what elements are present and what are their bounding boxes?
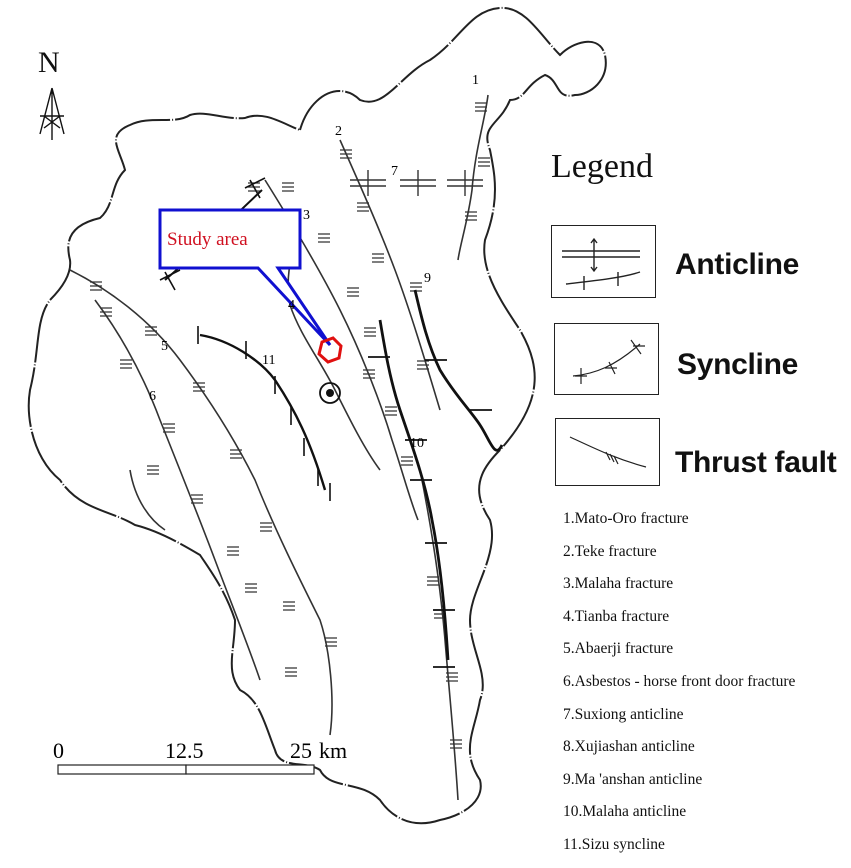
- map-label-1: 1: [472, 73, 479, 88]
- note-item: 3.Malaha fracture: [563, 575, 674, 593]
- thrust-teeth: [90, 102, 490, 749]
- legend-syncline-box: [554, 323, 659, 395]
- note-item: 6.Asbestos - horse front door fracture: [563, 672, 796, 690]
- study-area-callout: [158, 208, 343, 364]
- legend-thrust-fault-box: [555, 418, 660, 486]
- note-item: 11.Sizu syncline: [563, 835, 665, 853]
- fault-6-asbestos: [94, 299, 261, 681]
- fault-lines: [69, 94, 489, 801]
- fault-east-lower: [419, 469, 459, 801]
- note-item: 4.Tianba fracture: [563, 607, 670, 625]
- fault-5-abaerji: [69, 269, 333, 736]
- north-label: N: [38, 46, 60, 79]
- map-label-6: 6: [149, 389, 156, 404]
- fault-4-tianba: [287, 229, 381, 471]
- note-item: 8.Xujiashan anticline: [563, 738, 695, 756]
- scale-tick-0: 0: [53, 738, 64, 763]
- map-label-5: 5: [161, 339, 168, 354]
- fracture-notes-list: 1.Mato-Oro fracture 2.Teke fracture 3.Ma…: [563, 509, 795, 868]
- legend-anticline-label: Anticline: [675, 248, 799, 281]
- legend-anticline-box: [551, 225, 656, 298]
- thrust-fault-symbol-icon: [569, 436, 647, 468]
- map-label-7: 7: [391, 164, 398, 179]
- map-label-3: 3: [303, 208, 310, 223]
- scale-unit: km: [319, 738, 348, 763]
- note-item: 7.Suxiong anticline: [563, 705, 684, 723]
- legend-syncline-label: Syncline: [677, 348, 798, 381]
- anticline-10-axis: [378, 319, 450, 661]
- note-item: 5.Abaerji fracture: [563, 640, 674, 658]
- map-label-2: 2: [335, 124, 342, 139]
- map-label-10: 10: [410, 436, 424, 451]
- map-label-9: 9: [424, 271, 431, 286]
- scale-tick-12-5: 12.5: [165, 738, 204, 763]
- anticline-9-axis: [413, 289, 504, 452]
- map-label-4: 4: [288, 298, 295, 313]
- region-boundary: [27, 6, 607, 825]
- legend-thrust-fault-label: Thrust fault: [675, 446, 837, 479]
- map-label-11: 11: [262, 353, 276, 368]
- note-item: 9.Ma 'anshan anticline: [563, 770, 703, 788]
- syncline-cross-ticks: [159, 177, 331, 501]
- study-area-label: Study area: [167, 229, 248, 250]
- note-item: 10.Malaha anticline: [563, 803, 687, 821]
- legend-title: Legend: [551, 148, 653, 185]
- fault-2-teke: [339, 139, 441, 411]
- note-item: 1.Mato-Oro fracture: [563, 510, 689, 527]
- fault-1-mato-oro: [457, 94, 489, 261]
- anticline-7-symbols: [350, 170, 483, 196]
- scale-bar: [57, 764, 315, 775]
- note-item: 2.Teke fracture: [563, 542, 657, 560]
- fault-southwest: [129, 469, 166, 531]
- point-marker: [319, 382, 341, 404]
- anticline-arrows: [368, 356, 492, 668]
- anticline-axes: [378, 289, 504, 661]
- anticline-symbol-icon: [562, 237, 641, 290]
- north-arrow-icon: [39, 87, 65, 140]
- syncline-symbol-icon: [572, 339, 645, 384]
- scale-tick-25: 25: [290, 738, 312, 763]
